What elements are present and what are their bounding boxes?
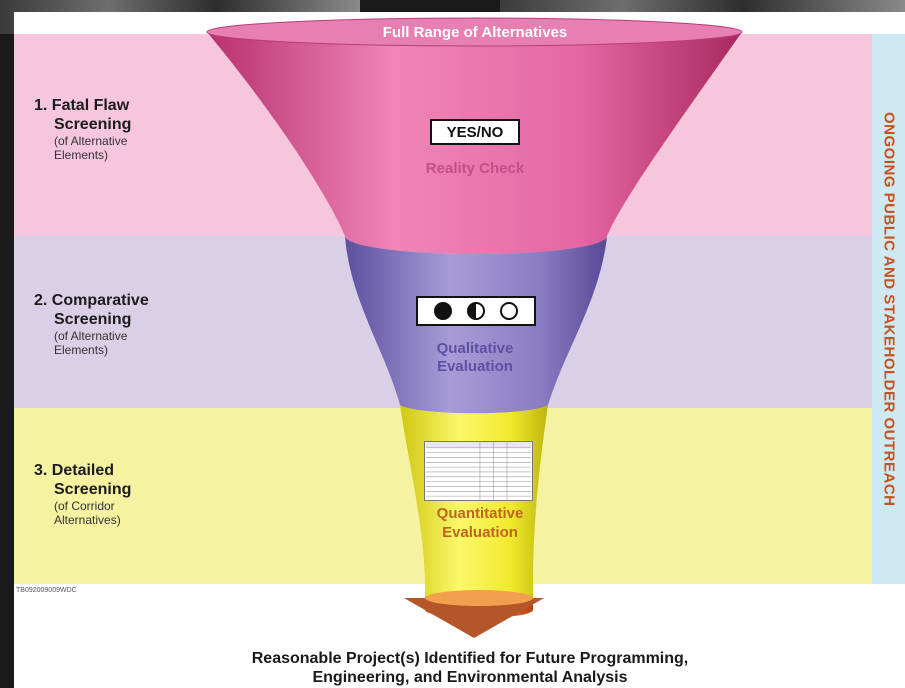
yes-no-text: YES/NO — [446, 123, 504, 141]
step-3-title-a: Detailed — [51, 462, 115, 479]
step-3-sub-a: (of Corridor — [54, 499, 115, 513]
result-line-1: Reasonable Project(s) Identified for Fut… — [251, 650, 689, 667]
step-fatal-flaw: 1. Fatal Flaw Screening (of Alternative … — [34, 96, 131, 162]
step-3-title-b: Screening — [54, 481, 132, 498]
qualitative-label-2: Evaluation — [437, 358, 513, 375]
step-2-number: 2. — [34, 292, 48, 309]
step-1-sub-a: (of Alternative — [54, 134, 128, 148]
step-comparative: 2. Comparative Screening (of Alternative… — [34, 291, 149, 357]
step-1-sub-b: Elements) — [54, 148, 109, 162]
step-1-number: 1. — [34, 97, 48, 114]
rating-dots-box — [416, 296, 536, 326]
outreach-text: ONGOING PUBLIC AND STAKEHOLDER OUTREACH — [880, 111, 898, 507]
quantitative-label-2: Evaluation — [442, 524, 518, 541]
step-2-title-a: Comparative — [51, 292, 149, 309]
half-circle-icon — [466, 302, 485, 320]
step-2-sub-a: (of Alternative — [54, 329, 128, 343]
yes-no-box: YES/NO — [430, 119, 520, 145]
step-1-title-a: Fatal Flaw — [51, 97, 130, 114]
empty-circle-icon — [500, 302, 519, 320]
outreach-label: ONGOING PUBLIC AND STAKEHOLDER OUTREACH — [874, 34, 904, 584]
step-3-number: 3. — [34, 462, 48, 479]
step-3-sub-b: Alternatives) — [54, 513, 121, 527]
result-line-2: Engineering, and Environmental Analysis — [312, 669, 628, 686]
step-2-title-b: Screening — [54, 311, 132, 328]
funnel-top-label: Full Range of Alternatives — [382, 24, 568, 41]
quantitative-label-1: Quantitative — [436, 505, 524, 522]
spout-opening — [425, 590, 533, 606]
evaluation-table-icon — [424, 441, 533, 501]
step-detailed: 3. Detailed Screening (of Corridor Alter… — [34, 461, 131, 527]
output-arrow — [404, 598, 544, 638]
qualitative-label-1: Qualitative — [436, 340, 514, 357]
step-2-sub-b: Elements) — [54, 343, 109, 357]
step-1-title-b: Screening — [54, 116, 132, 133]
reality-check-label: Reality Check — [425, 160, 525, 177]
image-code: TB092009009WDC — [16, 587, 77, 594]
outreach-bar — [872, 34, 905, 584]
funnel-rim — [206, 17, 743, 47]
full-circle-icon — [433, 302, 452, 320]
